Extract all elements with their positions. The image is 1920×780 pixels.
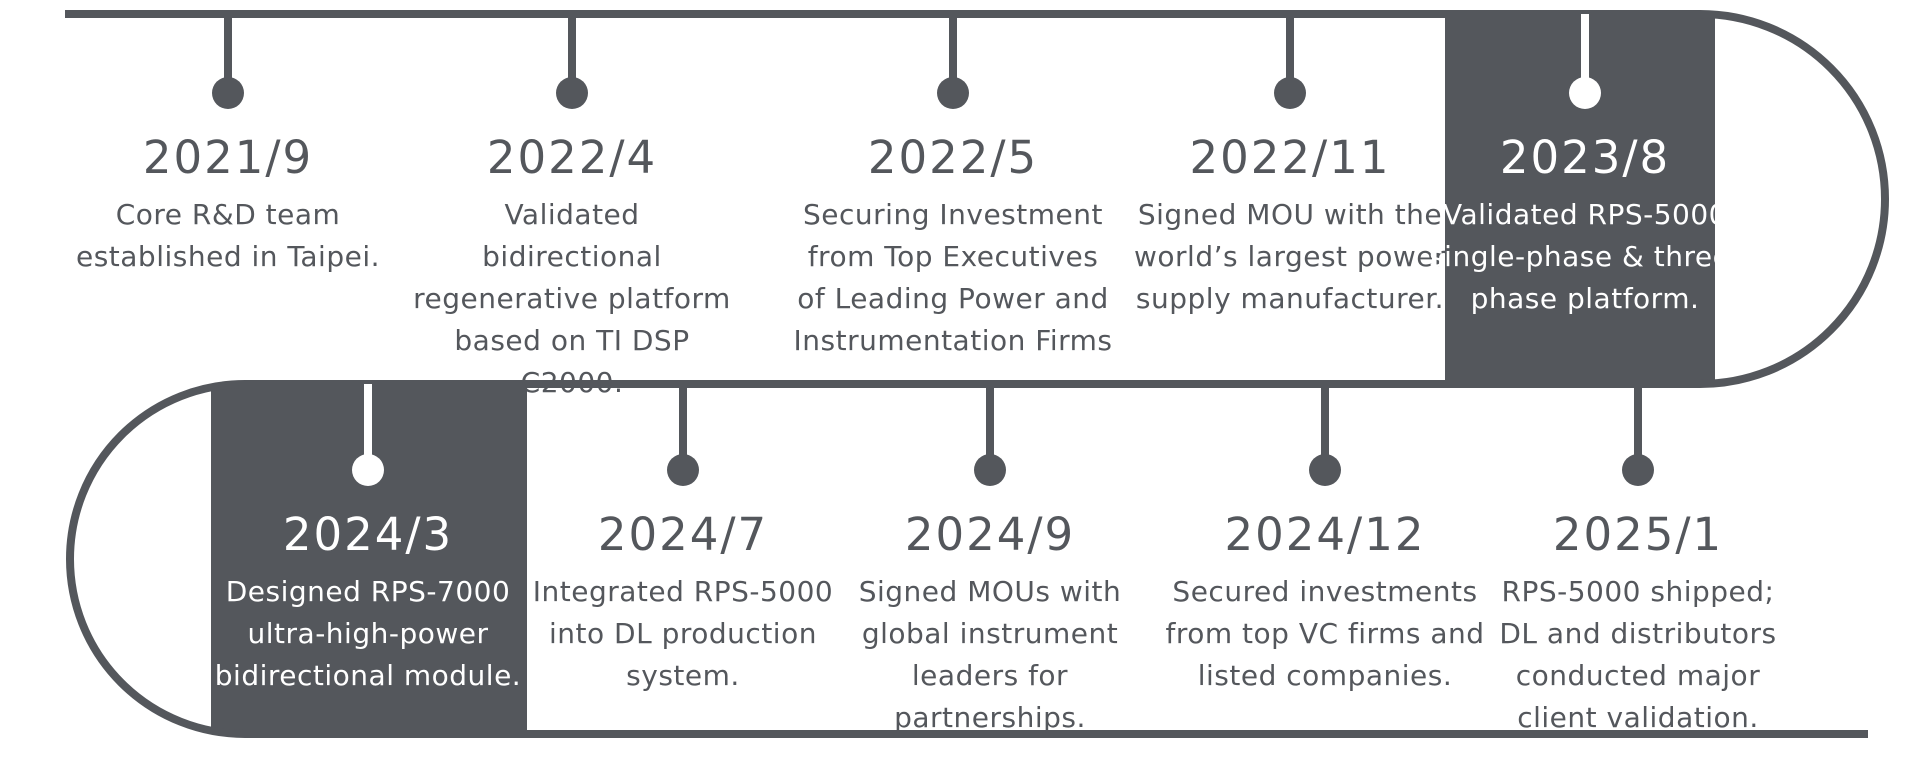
event-description: Integrated RPS-5000 into DL production s… [532, 575, 834, 692]
event-description: Core R&D team established in Taipei. [75, 198, 381, 273]
marker-dot [352, 454, 384, 486]
event-date: 2024/12 [1224, 508, 1426, 561]
marker-dot [212, 77, 244, 109]
event-description: Signed MOUs with global instrument leade… [858, 575, 1122, 734]
marker-dot [1274, 77, 1306, 109]
marker-dot [1309, 454, 1341, 486]
event-description: Validated RPS-5000 single-phase & three-… [1429, 198, 1741, 315]
event-2024-9: 2024/9 Signed MOUs with global instrumen… [830, 512, 1150, 739]
event-2024-7: 2024/7 Integrated RPS-5000 into DL produ… [523, 512, 843, 697]
event-description: Signed MOU with the world’s largest powe… [1134, 198, 1446, 315]
event-description: Securing Investment from Top Executives … [793, 198, 1113, 357]
event-2025-1: 2025/1 RPS-5000 shipped; DL and distribu… [1478, 512, 1798, 739]
event-2022-4: 2022/4 Validated bidirectional regenerat… [412, 135, 732, 404]
event-date: 2022/11 [1189, 131, 1391, 184]
marker-dot [1622, 454, 1654, 486]
marker-dot [556, 77, 588, 109]
event-date: 2024/3 [282, 508, 454, 561]
event-description: Secured investments from top VC firms an… [1165, 575, 1485, 692]
event-2022-11: 2022/11 Signed MOU with the world’s larg… [1130, 135, 1450, 320]
event-2024-12: 2024/12 Secured investments from top VC … [1165, 512, 1485, 697]
marker-dot [1569, 77, 1601, 109]
event-2021-9: 2021/9 Core R&D team established in Taip… [68, 135, 388, 278]
event-date: 2024/9 [904, 508, 1076, 561]
event-description: Validated bidirectional regenerative pla… [413, 198, 731, 399]
event-date: 2021/9 [142, 131, 314, 184]
event-date: 2023/8 [1499, 131, 1671, 184]
marker-dot [937, 77, 969, 109]
event-2023-8: 2023/8 Validated RPS-5000 single-phase &… [1425, 135, 1745, 320]
marker-dot [667, 454, 699, 486]
event-description: RPS-5000 shipped; DL and distributors co… [1499, 575, 1777, 734]
event-date: 2025/1 [1552, 508, 1724, 561]
event-date: 2022/5 [867, 131, 1039, 184]
marker-layer [212, 14, 1654, 486]
highlight-panel [1445, 14, 1715, 384]
event-date: 2022/4 [486, 131, 658, 184]
event-description: Designed RPS-7000 ultra-high-power bidir… [214, 575, 522, 692]
event-2022-5: 2022/5 Securing Investment from Top Exec… [793, 135, 1113, 362]
event-date: 2024/7 [597, 508, 769, 561]
serpentine-line [65, 10, 1889, 738]
event-2024-3: 2024/3 Designed RPS-7000 ultra-high-powe… [208, 512, 528, 697]
marker-dot [974, 454, 1006, 486]
